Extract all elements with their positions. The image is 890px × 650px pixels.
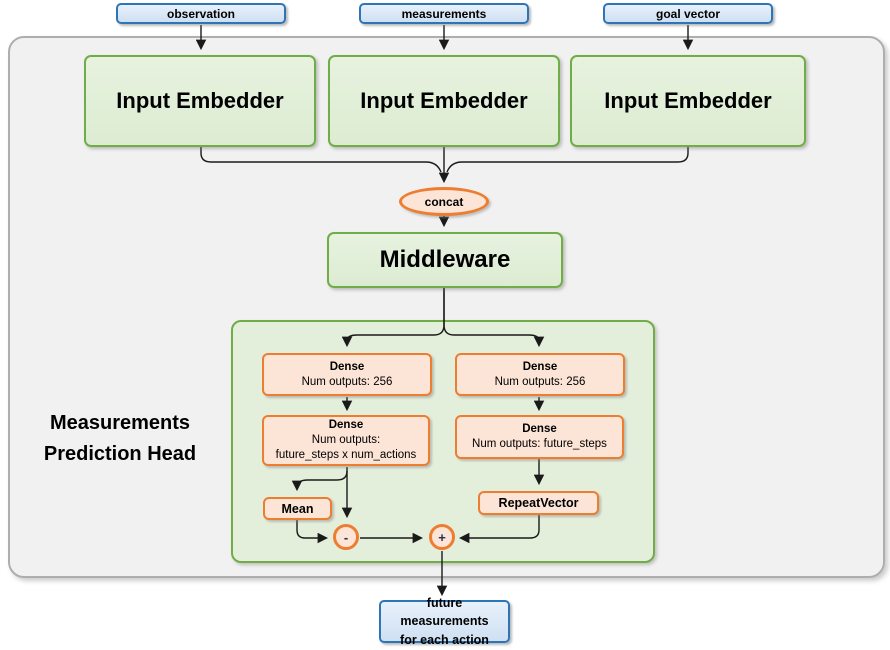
input-label: observation — [166, 6, 235, 21]
repeat-vector-node: RepeatVector — [478, 491, 599, 515]
input-embedder-3: Input Embedder — [570, 55, 806, 147]
embedder-label: Input Embedder — [360, 88, 528, 113]
embedder-label: Input Embedder — [604, 88, 772, 113]
input-box-goal-vector: goal vector — [603, 3, 773, 24]
dense-measurements-1: Dense Num outputs: 256 — [455, 353, 625, 396]
dense-detail: Num outputs: — [311, 434, 381, 446]
input-label: goal vector — [655, 6, 721, 21]
dense-title: Dense — [329, 360, 365, 373]
concat-node: concat — [399, 187, 489, 216]
embedder-label: Input Embedder — [116, 88, 284, 113]
input-box-measurements: measurements — [359, 3, 529, 24]
minus-icon: - — [343, 529, 349, 545]
dense-measurements-2: Dense Num outputs: future_steps — [455, 415, 624, 459]
dense-detail: Num outputs: 256 — [494, 375, 586, 388]
input-label: measurements — [401, 6, 487, 21]
input-embedder-2: Input Embedder — [328, 55, 560, 147]
mean-label: Mean — [281, 501, 314, 516]
dense-actions-2: Dense Num outputs: future_steps x num_ac… — [262, 415, 430, 466]
plus-node: + — [429, 524, 455, 550]
dense-title: Dense — [522, 423, 557, 435]
dense-detail: Num outputs: 256 — [301, 375, 393, 388]
dense-detail: future_steps x num_actions — [275, 449, 417, 461]
prediction-head-title: Measurements Prediction Head — [43, 412, 197, 465]
middleware-label: Middleware — [379, 246, 511, 273]
dense-title: Dense — [522, 360, 558, 373]
plus-icon: + — [438, 529, 446, 545]
dense-actions-1: Dense Num outputs: 256 — [262, 353, 432, 396]
output-box: future measurements for each action — [379, 596, 510, 647]
output-label-line1: future measurements — [400, 596, 489, 629]
minus-node: - — [333, 524, 359, 550]
input-embedder-1: Input Embedder — [84, 55, 316, 147]
repeat-vector-label: RepeatVector — [498, 496, 579, 510]
dense-title: Dense — [328, 419, 364, 431]
concat-label: concat — [424, 194, 464, 209]
middleware-box: Middleware — [327, 232, 563, 288]
dense-detail: Num outputs: future_steps — [472, 438, 607, 450]
output-label-line2: for each action — [400, 632, 489, 647]
mean-node: Mean — [263, 497, 332, 520]
input-box-observation: observation — [116, 3, 286, 24]
